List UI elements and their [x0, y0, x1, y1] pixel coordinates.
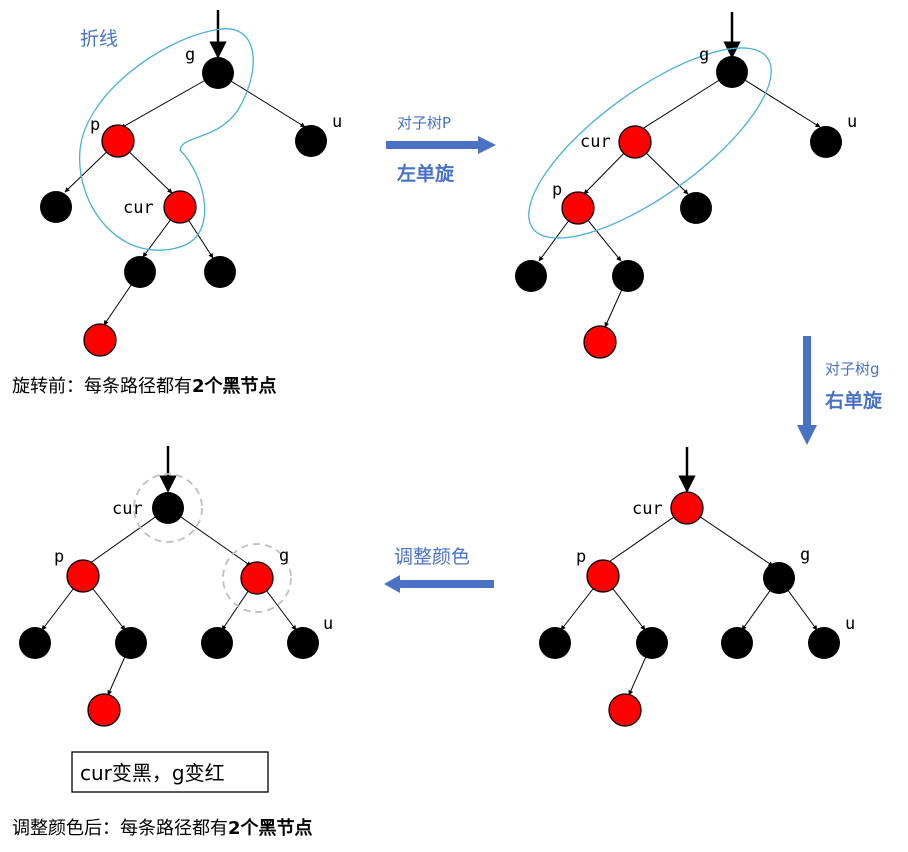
node-cur-left: [124, 256, 156, 288]
step2-right-rotation: 对子树g 右单旋: [797, 336, 883, 445]
caption-before: 旋转前：每条路径都有2个黑节点: [12, 375, 277, 397]
node-cur: [618, 125, 652, 159]
recolor-note: cur变黑，g变红: [80, 761, 225, 785]
label-u: u: [323, 614, 333, 634]
node-p-left: [539, 627, 571, 659]
node-left-leaf: [40, 191, 72, 223]
tree-after-left-rotation: g cur u p: [515, 12, 857, 359]
label-cur: cur: [632, 499, 663, 519]
label-cur: cur: [112, 499, 143, 519]
step1-small-label: 对子树P: [397, 114, 451, 132]
node-u: [808, 627, 840, 659]
recolor-highlight-cur: [133, 473, 203, 543]
label-cur: cur: [123, 198, 154, 218]
node-new-red: [583, 325, 617, 359]
left-arrow-icon: [384, 575, 494, 593]
node-cur: [670, 491, 704, 525]
node-g: [716, 56, 748, 88]
step3-recolor: 调整颜色: [384, 546, 494, 593]
recolor-note-box: [71, 751, 269, 793]
label-p: p: [552, 180, 562, 200]
node-cur-right: [680, 192, 712, 224]
caption-after: 调整颜色后：每条路径都有2个黑节点: [12, 817, 313, 839]
label-cur: cur: [580, 132, 611, 152]
node-cur-left: [115, 627, 147, 659]
node-g: [202, 57, 234, 89]
node-p: [586, 559, 620, 593]
node-g: [240, 561, 274, 595]
label-g: g: [185, 45, 195, 65]
node-g: [763, 562, 795, 594]
fold-highlight: [79, 28, 254, 251]
tree-after-right-rotation: cur p g u: [539, 447, 855, 727]
label-u: u: [847, 112, 857, 132]
node-cur-left: [636, 627, 668, 659]
node-p: [561, 191, 595, 225]
node-u: [287, 627, 319, 659]
node-new-red: [83, 323, 117, 357]
down-arrow-icon: [797, 336, 817, 445]
fold-highlight: [528, 47, 772, 239]
node-p-left: [515, 260, 547, 292]
node-u: [810, 126, 842, 158]
node-cur: [163, 190, 197, 224]
step2-small-label: 对子树g: [825, 360, 880, 378]
node-p-left: [19, 627, 51, 659]
step2-big-label: 右单旋: [824, 389, 883, 412]
node-cur-right: [721, 627, 753, 659]
step1-big-label: 左单旋: [397, 162, 455, 185]
node-new-red: [608, 693, 642, 727]
label-u: u: [845, 614, 855, 634]
tree-before-rotation: 折线 g p u cur 旋转前：每条路径都有2个黑节点: [12, 10, 342, 397]
fold-label: 折线: [80, 28, 118, 50]
node-u: [295, 125, 327, 157]
label-p: p: [54, 547, 64, 567]
node-p: [101, 124, 135, 158]
node-cur-right: [204, 256, 236, 288]
label-p: p: [90, 115, 100, 135]
node-p: [66, 559, 100, 593]
tree-after-recolor: cur p g u cur变黑，g变红 调整颜色后：每条路径都有2个黑节点: [12, 446, 333, 839]
label-g: g: [279, 546, 289, 566]
node-cur-right: [201, 627, 233, 659]
node-cur-left: [612, 260, 644, 292]
step3-label: 调整颜色: [394, 546, 470, 568]
label-p: p: [576, 547, 586, 567]
step1-left-rotation: 对子树P 左单旋: [386, 114, 496, 185]
node-new-red: [87, 693, 121, 727]
label-g: g: [699, 45, 709, 65]
node-cur: [152, 492, 184, 524]
right-arrow-icon: [386, 136, 496, 154]
label-g: g: [800, 545, 810, 565]
recolor-highlight-g: [222, 543, 292, 613]
label-u: u: [332, 112, 342, 132]
